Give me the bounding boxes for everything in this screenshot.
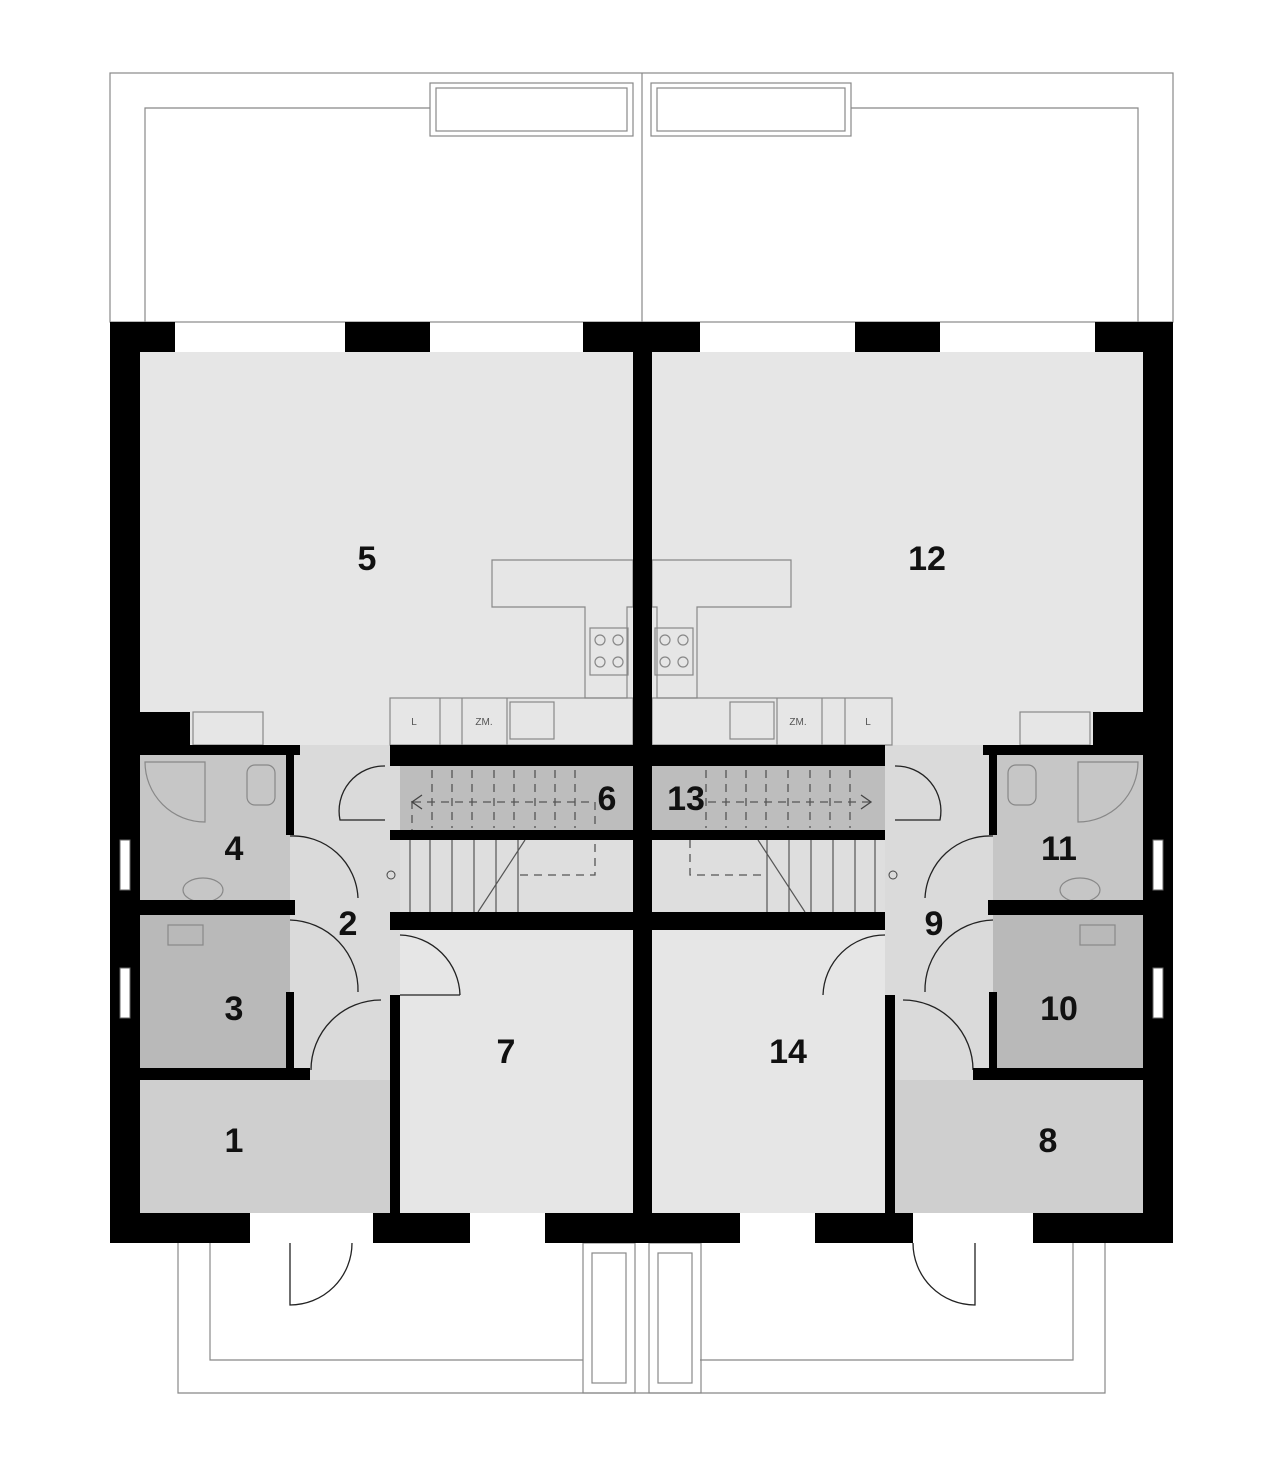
doors bbox=[289, 765, 994, 1306]
toilet-icon bbox=[1007, 764, 1037, 806]
shower-icon bbox=[144, 761, 206, 823]
washbasin-icon bbox=[1079, 924, 1116, 946]
front-terrace bbox=[177, 1242, 1106, 1394]
sink-icon bbox=[729, 701, 775, 740]
fridge-label: L bbox=[865, 717, 871, 728]
hob-icon bbox=[654, 627, 694, 676]
hob-icon bbox=[589, 627, 629, 676]
dishwasher-label: ZM. bbox=[789, 717, 806, 728]
room-8-label: 8 bbox=[1039, 1122, 1058, 1160]
planter-right bbox=[650, 82, 852, 137]
room-2-label: 2 bbox=[339, 905, 358, 943]
stair-band-left bbox=[400, 766, 633, 830]
room-7-label: 7 bbox=[497, 1033, 516, 1071]
room-1-label: 1 bbox=[225, 1122, 244, 1160]
room-labels: 1 2 3 4 5 6 7 8 9 10 11 12 13 14 bbox=[225, 540, 1078, 1160]
toilet-icon bbox=[246, 764, 276, 806]
dishwasher-label: ZM. bbox=[475, 717, 492, 728]
fixtures bbox=[144, 711, 1139, 946]
rear-terrace bbox=[109, 72, 1174, 323]
room-13-label: 13 bbox=[667, 780, 705, 818]
room-14-label: 14 bbox=[769, 1033, 807, 1071]
planter-left bbox=[429, 82, 634, 137]
shower-icon bbox=[1077, 761, 1139, 823]
room-3-label: 3 bbox=[225, 990, 244, 1028]
stairs bbox=[386, 770, 898, 913]
room-10-label: 10 bbox=[1040, 990, 1078, 1028]
room-4-label: 4 bbox=[225, 830, 244, 868]
room-12-label: 12 bbox=[908, 540, 946, 578]
sink-icon bbox=[509, 701, 555, 740]
room-11-label: 11 bbox=[1041, 830, 1077, 868]
washbasin-icon bbox=[167, 924, 204, 946]
stair-band-right bbox=[652, 766, 885, 830]
room-5-label: 5 bbox=[358, 540, 377, 578]
room-6-label: 6 bbox=[598, 780, 617, 818]
walls bbox=[110, 322, 1173, 1243]
fridge-label: L bbox=[411, 717, 417, 728]
room-9-label: 9 bbox=[925, 905, 944, 943]
